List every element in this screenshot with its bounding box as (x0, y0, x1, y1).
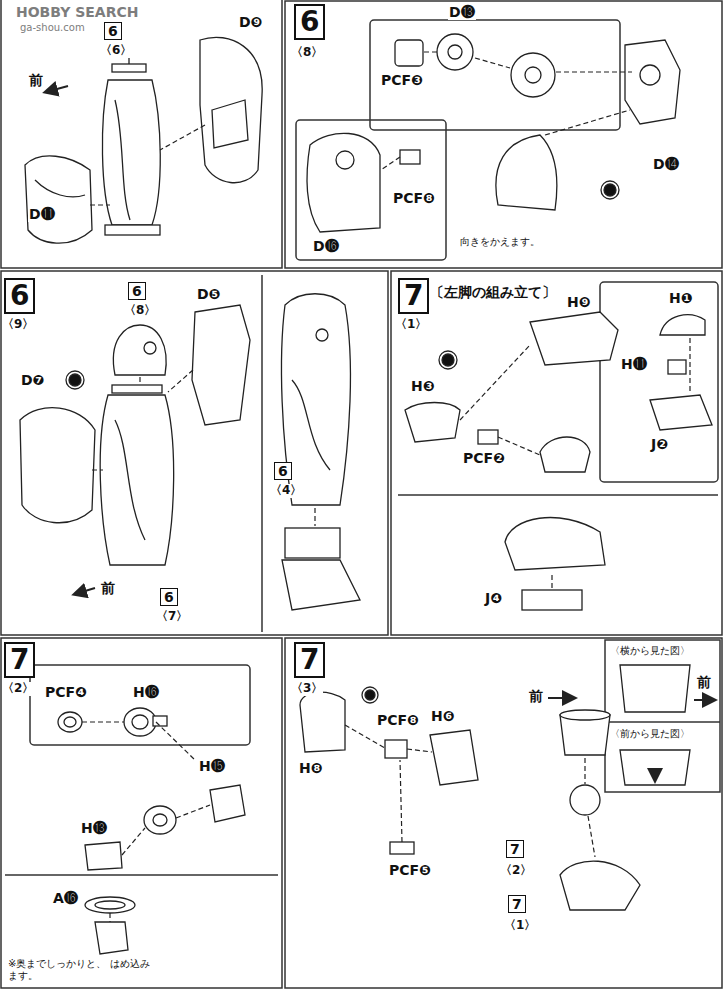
part-callout: D❼ (20, 372, 45, 388)
step-ref-sub-number: 〈4〉 (270, 484, 302, 498)
step-ref-sub-number: 〈7〉 (156, 610, 188, 624)
part-callout: 前 (100, 580, 116, 596)
step-number: 7 (398, 278, 429, 314)
part-callout: PCF❹ (44, 684, 88, 700)
step-sub-number: 〈2〉 (2, 682, 34, 696)
note-text: ※奥までしっかりと、 はめ込みます。 (8, 958, 158, 981)
step-ref-number: 7 (508, 895, 526, 913)
step-number: 6 (4, 278, 35, 314)
step-sub-number: 〈3〉 (291, 682, 323, 696)
step-ref-sub-number: 〈2〉 (500, 864, 532, 878)
section-heading: 〔左脚の組み立て〕 (430, 284, 556, 300)
part-callout: H⓰ (132, 684, 160, 700)
view-label: 〈横から見た図〉 (610, 645, 690, 657)
step-ref-number: 6 (274, 462, 292, 480)
part-callout: PCF❷ (462, 450, 506, 466)
part-callout: H⓭ (80, 820, 108, 836)
part-callout: D⓫ (28, 206, 56, 222)
step-number: 6 (294, 4, 325, 40)
part-callout: D❾ (238, 14, 263, 30)
part-callout: H❸ (410, 378, 436, 394)
part-callout: 前 (28, 72, 44, 88)
part-callout: D❺ (196, 286, 221, 302)
note-text: 向きをかえます。 (460, 236, 540, 248)
part-callout: D⓮ (652, 156, 680, 172)
step-number: 7 (4, 642, 35, 678)
step-sub-number: 〈8〉 (291, 46, 323, 60)
step-sub-number: 〈9〉 (2, 318, 34, 332)
step-ref-number: 6 (104, 22, 122, 40)
part-callout: PCF❽ (376, 712, 420, 728)
part-callout: D⓰ (312, 238, 340, 254)
step-ref-sub-number: 〈1〉 (504, 919, 536, 933)
step-ref-sub-number: 〈8〉 (124, 304, 156, 318)
watermark: HOBBY SEARCH (16, 4, 138, 20)
part-callout: A⓰ (52, 890, 79, 906)
watermark: ga-shou.com (20, 22, 85, 34)
part-callout: 前 (696, 674, 712, 690)
part-callout: PCF❸ (380, 72, 424, 88)
part-callout: J❷ (650, 436, 669, 452)
part-callout: H❻ (430, 708, 456, 724)
part-callout: PCF❽ (392, 190, 436, 206)
part-callout: 前 (528, 688, 544, 704)
part-callout: H❾ (566, 294, 592, 310)
part-callout: J❹ (484, 590, 503, 606)
step-sub-number: 〈1〉 (395, 318, 427, 332)
step-ref-number: 6 (128, 282, 146, 300)
step-number: 7 (294, 642, 325, 678)
part-callout: D⓭ (448, 4, 476, 20)
part-callout: H⓫ (620, 356, 648, 372)
step-ref-number: 6 (160, 588, 178, 606)
part-callout: H❶ (668, 290, 694, 306)
step-ref-number: 7 (506, 840, 524, 858)
part-callout: H❽ (298, 760, 324, 776)
part-callout: H⓯ (198, 758, 226, 774)
part-callout: PCF❺ (388, 862, 432, 878)
view-label: 〈前から見た図〉 (610, 728, 690, 740)
step-ref-sub-number: 〈6〉 (100, 44, 132, 58)
